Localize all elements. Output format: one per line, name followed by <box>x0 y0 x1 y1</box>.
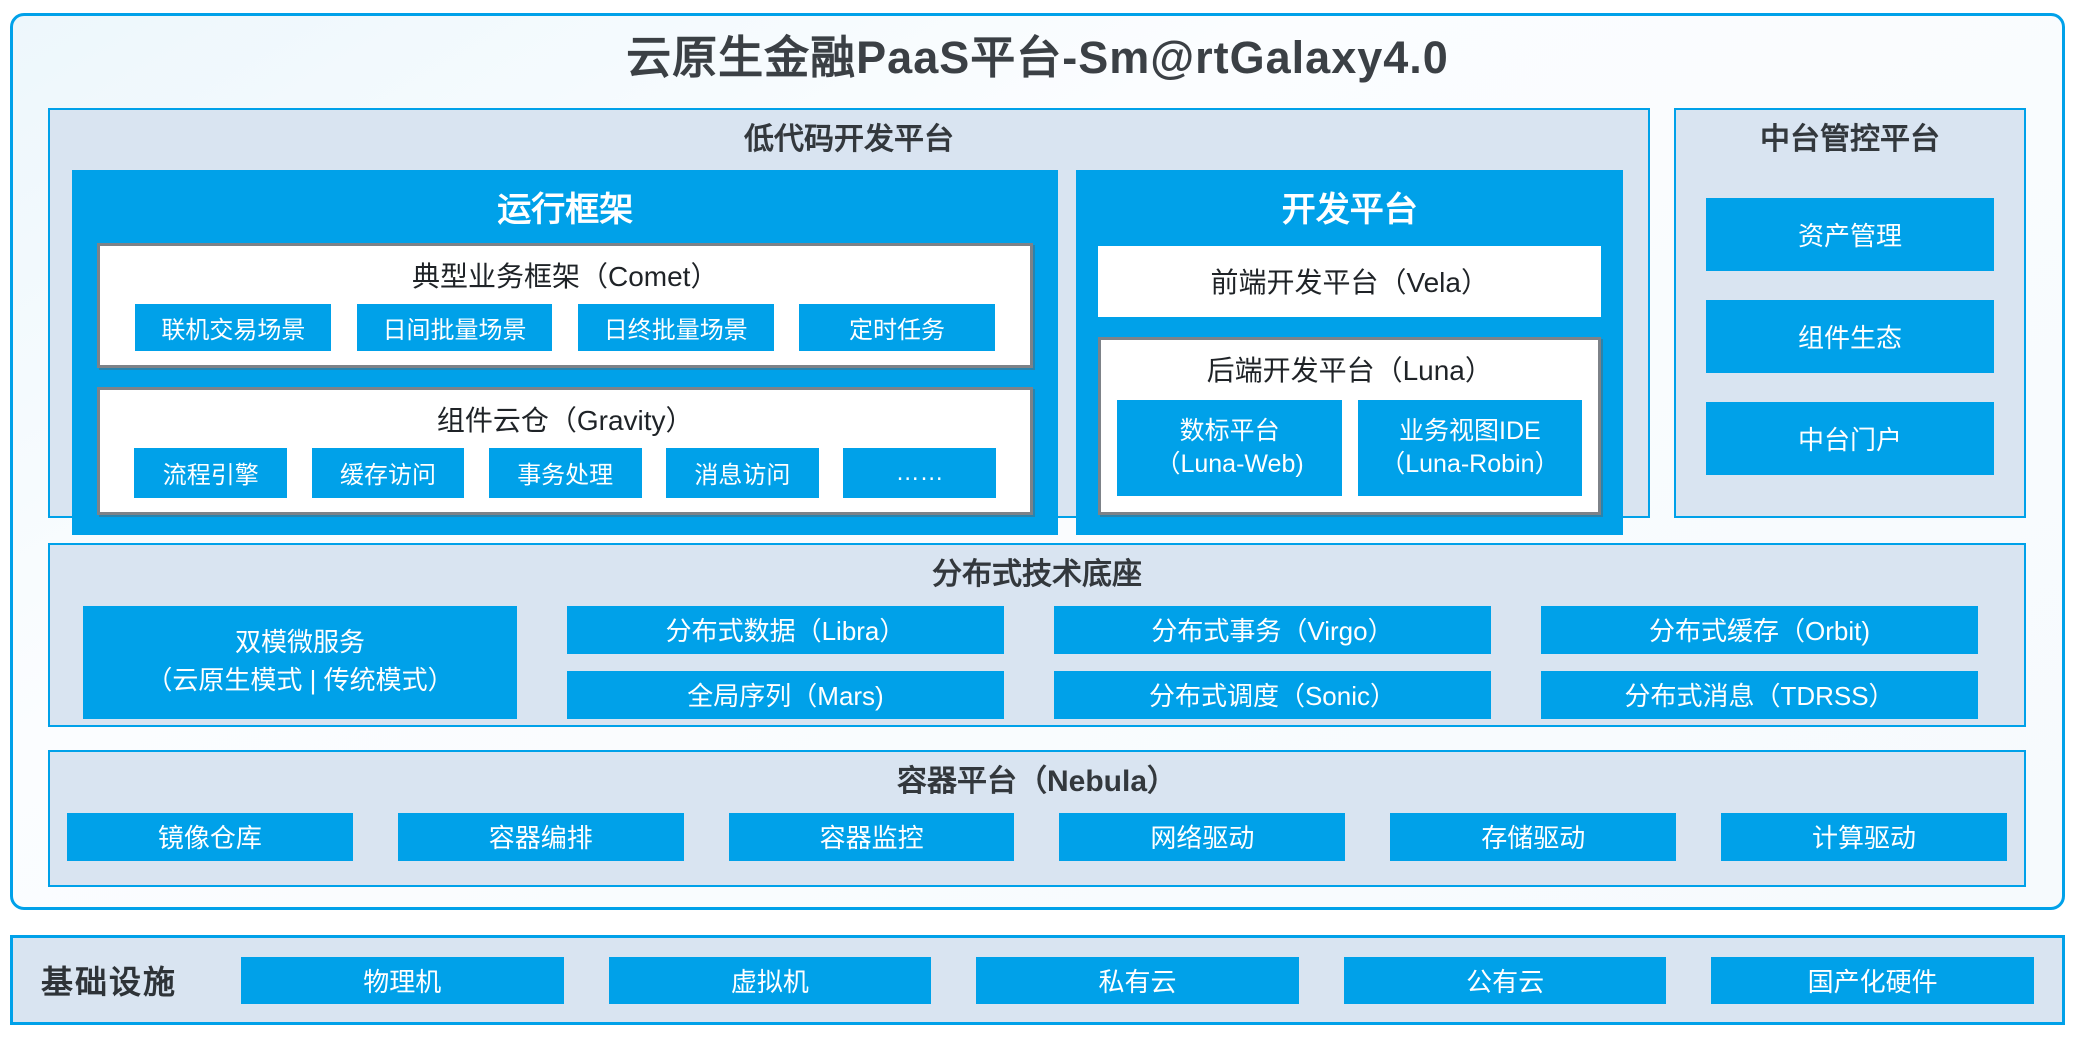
node-virtual-machine: 虚拟机 <box>608 956 932 1004</box>
node-dual-mode-microservices: 双模微服务 （云原生模式 | 传统模式） <box>83 605 517 719</box>
vela-frontend-box: 前端开发平台（Vela） <box>1098 245 1601 317</box>
node-global-sequence: 全局序列（Mars) <box>567 670 1004 719</box>
distributed-header: 分布式技术底座 <box>932 557 1142 591</box>
node-distributed-scheduling: 分布式调度（Sonic） <box>1054 670 1491 719</box>
runtime-framework-box: 运行框架 典型业务框架（Comet） 联机交易场景 日间批量场景 日终批量场景 … <box>72 169 1059 535</box>
node-container-monitoring: 容器监控 <box>728 812 1015 861</box>
luna-backend-box: 后端开发平台（Luna） 数标平台 （Luna-Web) 业务视图IDE （Lu… <box>1098 336 1601 515</box>
container-platform-header: 容器平台（Nebula） <box>896 764 1178 798</box>
node-luna-robin-line1: 业务视图IDE <box>1399 417 1541 445</box>
runtime-framework-title: 运行框架 <box>497 190 634 229</box>
dev-platform-title: 开发平台 <box>1281 190 1418 229</box>
node-container-orchestration: 容器编排 <box>397 812 684 861</box>
midplatform-node-column: 资产管理 组件生态 中台门户 <box>1676 166 2024 475</box>
node-ellipsis: …… <box>843 447 997 498</box>
node-distributed-cache: 分布式缓存（Orbit) <box>1541 605 1978 654</box>
lowcode-body: 运行框架 典型业务框架（Comet） 联机交易场景 日间批量场景 日终批量场景 … <box>50 166 1648 555</box>
distributed-column-2: 分布式事务（Virgo） 分布式调度（Sonic） <box>1054 605 1491 719</box>
node-distributed-transaction: 分布式事务（Virgo） <box>1054 605 1491 654</box>
node-compute-driver: 计算驱动 <box>1721 812 2007 861</box>
dual-mode-line1: 双模微服务 <box>234 627 365 658</box>
comet-framework-box: 典型业务框架（Comet） 联机交易场景 日间批量场景 日终批量场景 定时任务 <box>97 242 1034 368</box>
top-row: 低代码开发平台 运行框架 典型业务框架（Comet） 联机交易场景 日间批量场景… <box>13 88 2062 535</box>
node-private-cloud: 私有云 <box>976 956 1299 1004</box>
node-distributed-data: 分布式数据（Libra） <box>567 605 1004 654</box>
infrastructure-label: 基础设施 <box>41 964 178 1000</box>
luna-node-row: 数标平台 （Luna-Web) 业务视图IDE （Luna-Robin） <box>1101 398 1598 512</box>
distributed-base-section: 分布式技术底座 双模微服务 （云原生模式 | 传统模式） 分布式数据（Libra… <box>48 542 2026 727</box>
node-luna-robin-line2: （Luna-Robin） <box>1380 449 1560 478</box>
node-scheduled-task: 定时任务 <box>799 303 995 351</box>
node-eod-batch: 日终批量场景 <box>577 303 774 351</box>
comet-node-row: 联机交易场景 日间批量场景 日终批量场景 定时任务 <box>100 303 1030 365</box>
node-transaction-processing: 事务处理 <box>488 447 642 498</box>
distributed-column-3: 分布式缓存（Orbit) 分布式消息（TDRSS） <box>1541 605 1978 719</box>
lowcode-header: 低代码开发平台 <box>744 122 954 156</box>
node-domestic-hardware: 国产化硬件 <box>1711 956 2034 1004</box>
platform-frame: 云原生金融PaaS平台-Sm@rtGalaxy4.0 低代码开发平台 运行框架 … <box>10 13 2065 910</box>
infrastructure-node-row: 物理机 虚拟机 私有云 公有云 国产化硬件 <box>241 956 2034 1004</box>
node-component-ecosystem: 组件生态 <box>1706 299 1994 373</box>
dual-mode-line2: （云原生模式 | 传统模式） <box>146 665 454 695</box>
node-luna-web-line2: （Luna-Web) <box>1155 449 1304 478</box>
gravity-title: 组件云仓（Gravity） <box>436 404 694 436</box>
node-midplatform-portal: 中台门户 <box>1706 401 1994 475</box>
node-distributed-message: 分布式消息（TDRSS） <box>1541 670 1978 719</box>
node-public-cloud: 公有云 <box>1343 956 1667 1004</box>
gravity-node-row: 流程引擎 缓存访问 事务处理 消息访问 …… <box>100 447 1030 512</box>
gravity-warehouse-box: 组件云仓（Gravity） 流程引擎 缓存访问 事务处理 消息访问 …… <box>97 386 1034 515</box>
node-online-trading: 联机交易场景 <box>135 303 332 351</box>
page-title: 云原生金融PaaS平台-Sm@rtGalaxy4.0 <box>626 32 1449 83</box>
midplatform-section: 中台管控平台 资产管理 组件生态 中台门户 <box>1674 107 2026 518</box>
node-physical-machine: 物理机 <box>241 956 564 1004</box>
midplatform-header: 中台管控平台 <box>1760 122 1940 156</box>
container-platform-section: 容器平台（Nebula） 镜像仓库 容器编排 容器监控 网络驱动 存储驱动 计算… <box>48 749 2026 887</box>
lowcode-platform-section: 低代码开发平台 运行框架 典型业务框架（Comet） 联机交易场景 日间批量场景… <box>48 107 1650 535</box>
node-cache-access: 缓存访问 <box>311 447 465 498</box>
container-node-row: 镜像仓库 容器编排 容器监控 网络驱动 存储驱动 计算驱动 <box>50 808 2024 861</box>
node-network-driver: 网络驱动 <box>1059 812 1346 861</box>
node-process-engine: 流程引擎 <box>134 447 288 498</box>
node-message-access: 消息访问 <box>665 447 819 498</box>
infrastructure-section: 基础设施 物理机 虚拟机 私有云 公有云 国产化硬件 <box>10 935 2065 1025</box>
dev-platform-box: 开发平台 前端开发平台（Vela） 后端开发平台（Luna） 数标平台 （Lun… <box>1076 169 1623 535</box>
node-image-registry: 镜像仓库 <box>67 812 353 861</box>
comet-title: 典型业务框架（Comet） <box>411 260 719 292</box>
node-luna-robin: 业务视图IDE （Luna-Robin） <box>1357 399 1583 496</box>
distributed-node-grid: 双模微服务 （云原生模式 | 传统模式） 分布式数据（Libra） 全局序列（M… <box>50 601 2024 719</box>
node-asset-management: 资产管理 <box>1706 197 1994 271</box>
node-luna-web: 数标平台 （Luna-Web) <box>1117 399 1342 496</box>
luna-title: 后端开发平台（Luna） <box>1206 354 1493 386</box>
node-storage-driver: 存储驱动 <box>1390 812 1677 861</box>
node-daytime-batch: 日间批量场景 <box>356 303 553 351</box>
node-luna-web-line1: 数标平台 <box>1179 417 1280 445</box>
distributed-column-1: 分布式数据（Libra） 全局序列（Mars) <box>567 605 1004 719</box>
